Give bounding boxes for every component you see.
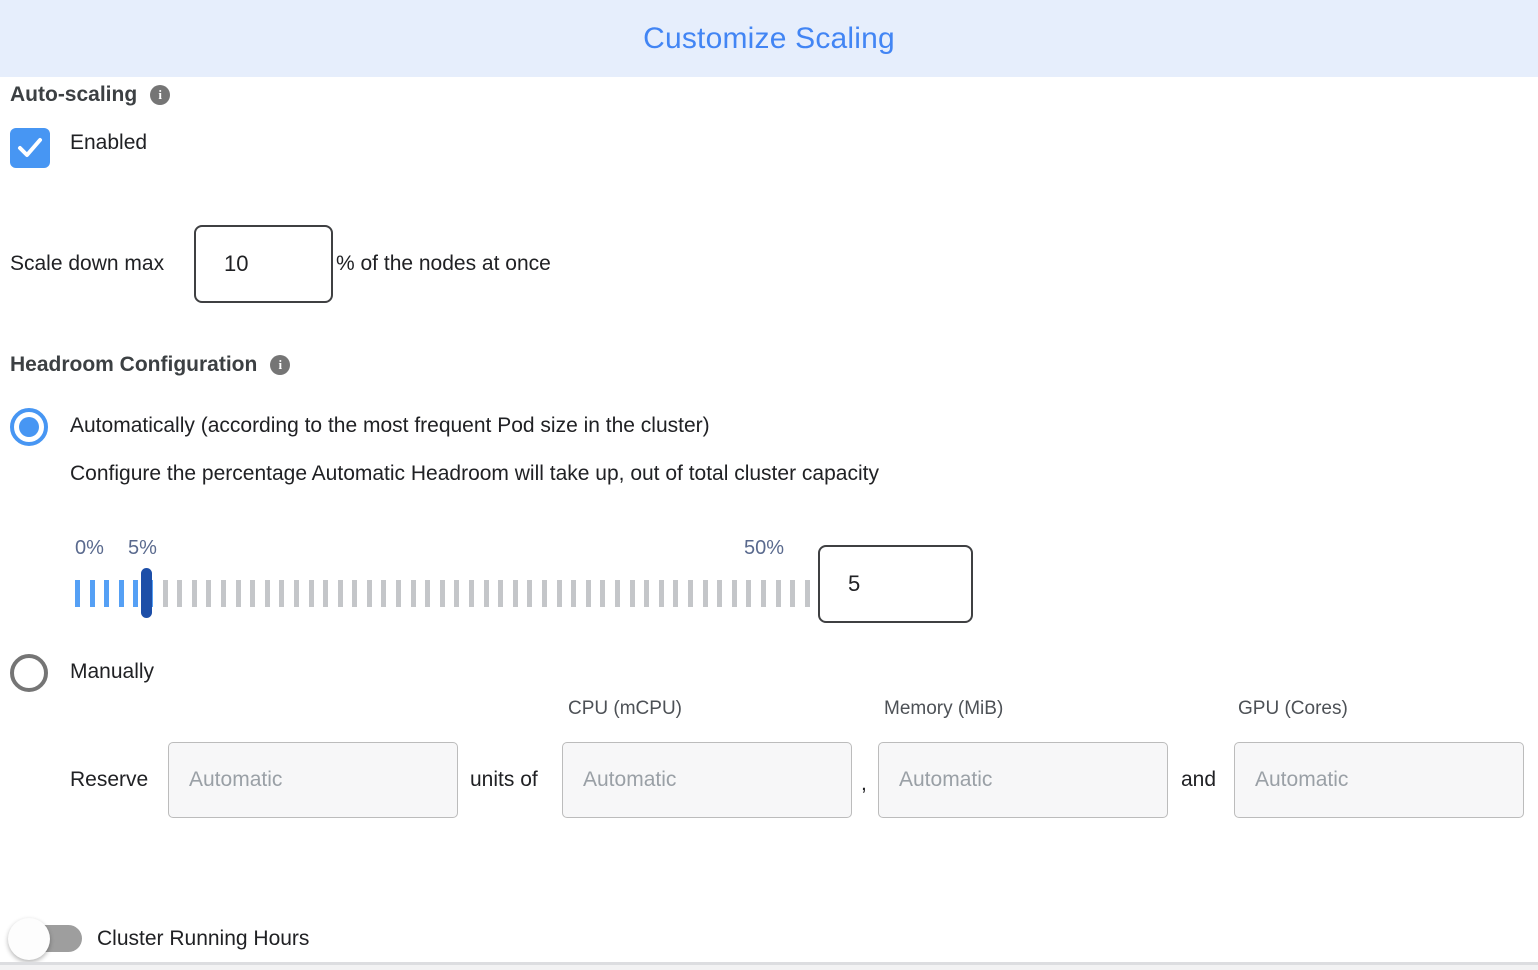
slider-tick (425, 579, 431, 607)
headroom-slider-handle[interactable] (141, 568, 152, 618)
check-icon (18, 138, 42, 157)
slider-tick (279, 579, 285, 607)
slider-tick (469, 579, 475, 607)
slider-tick (527, 579, 533, 607)
slider-tick (512, 579, 518, 607)
and-separator: and (1181, 768, 1217, 791)
slider-tick (717, 579, 723, 607)
slider-tick (731, 579, 737, 607)
slider-tick (177, 579, 183, 607)
slider-tick (396, 579, 402, 607)
reserve-label: Reserve (70, 768, 149, 791)
auto-scaling-label: Auto-scaling (10, 83, 138, 106)
slider-current-label: 5% (128, 537, 157, 559)
slider-tick (381, 579, 387, 607)
headroom-percentage-input[interactable] (818, 545, 973, 623)
reserve-memory-input[interactable] (878, 742, 1168, 818)
reserve-gpu-input[interactable] (1234, 742, 1524, 818)
slider-tick (454, 579, 460, 607)
dialog-header: Customize Scaling (0, 0, 1538, 77)
slider-tick (162, 579, 168, 607)
slider-tick (483, 579, 489, 607)
cluster-running-hours-label: Cluster Running Hours (97, 927, 310, 950)
slider-tick (293, 579, 299, 607)
slider-tick (658, 579, 664, 607)
scale-down-max-input[interactable] (194, 225, 333, 303)
slider-tick (571, 579, 577, 607)
slider-tick (775, 579, 781, 607)
headroom-section-label: Headroom Configuration (10, 353, 291, 377)
cpu-column-header: CPU (mCPU) (568, 698, 682, 719)
headroom-slider-track[interactable] (75, 567, 817, 619)
toggle-knob[interactable] (8, 917, 50, 960)
slider-tick (542, 579, 547, 607)
slider-tick (352, 579, 358, 607)
slider-tick (308, 579, 314, 607)
info-icon[interactable] (150, 85, 171, 105)
cluster-running-hours-toggle[interactable] (8, 917, 82, 960)
slider-tick (410, 579, 416, 607)
slider-tick (790, 579, 796, 607)
slider-tick (366, 579, 372, 607)
bottom-strip (0, 965, 1538, 970)
slider-min-label: 0% (75, 537, 104, 559)
reserve-units-input[interactable] (168, 742, 458, 818)
slider-tick (337, 579, 343, 607)
headroom-automatic-description: Configure the percentage Automatic Headr… (70, 462, 879, 485)
slider-tick (206, 579, 212, 607)
slider-tick (439, 579, 445, 607)
slider-tick (804, 579, 810, 607)
auto-scaling-section-label: Auto-scaling (10, 83, 171, 107)
slider-tick (629, 579, 635, 607)
comma-separator: , (861, 772, 867, 795)
reserve-cpu-input[interactable] (562, 742, 852, 818)
slider-tick (585, 579, 591, 607)
headroom-automatic-label: Automatically (according to the most fre… (70, 414, 710, 437)
slider-tick (264, 579, 270, 607)
slider-tick (498, 579, 504, 607)
bottom-divider (0, 962, 1538, 965)
scale-down-suffix-label: % of the nodes at once (336, 252, 551, 275)
slider-tick (600, 579, 606, 607)
scale-down-prefix-label: Scale down max (10, 252, 165, 275)
headroom-manually-label: Manually (70, 660, 155, 683)
slider-tick (250, 579, 256, 607)
enabled-label: Enabled (70, 131, 148, 154)
slider-tick (746, 579, 752, 607)
headroom-automatic-radio[interactable] (10, 408, 48, 446)
slider-tick (556, 579, 562, 607)
slider-tick (760, 579, 766, 607)
info-icon[interactable] (270, 355, 291, 375)
headroom-manually-radio[interactable] (10, 654, 48, 692)
slider-tick (614, 579, 620, 607)
slider-tick (191, 579, 197, 607)
slider-tick (323, 579, 329, 607)
auto-scaling-enabled-checkbox[interactable] (10, 128, 50, 168)
slider-tick (133, 579, 139, 607)
memory-column-header: Memory (MiB) (884, 698, 1004, 719)
slider-tick (89, 579, 95, 607)
slider-tick (644, 579, 650, 607)
slider-tick (220, 579, 226, 607)
slider-tick (118, 579, 124, 607)
slider-tick (673, 579, 679, 607)
slider-tick (687, 579, 693, 607)
slider-tick (104, 579, 110, 607)
slider-max-label: 50% (744, 537, 785, 559)
page-title: Customize Scaling (643, 21, 895, 55)
headroom-label: Headroom Configuration (10, 353, 258, 376)
gpu-column-header: GPU (Cores) (1238, 698, 1348, 719)
slider-tick (75, 579, 80, 607)
units-of-label: units of (470, 768, 538, 791)
slider-tick (702, 579, 708, 607)
slider-tick (235, 579, 241, 607)
